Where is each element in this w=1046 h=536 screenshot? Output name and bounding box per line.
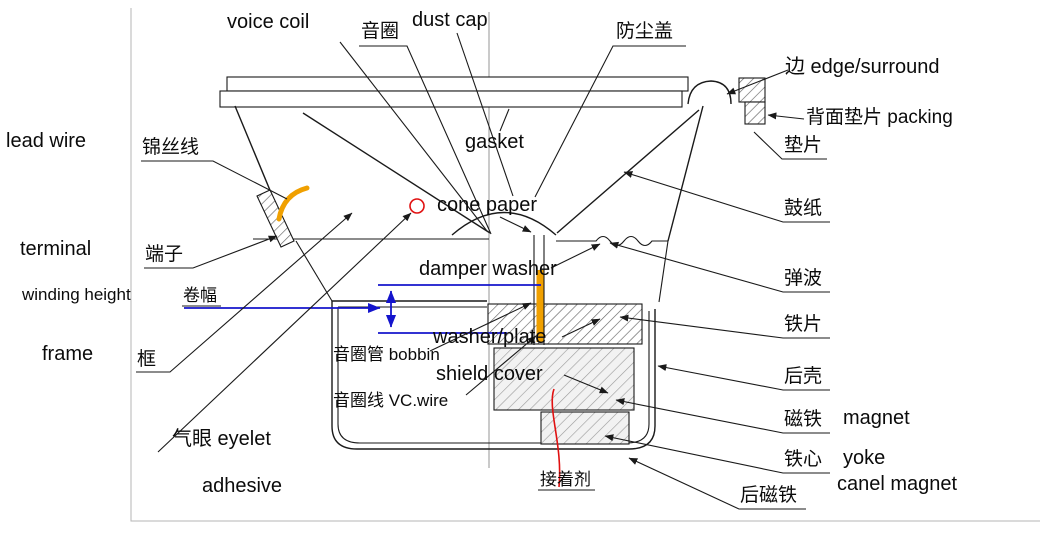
label-frame-en: frame xyxy=(42,343,94,365)
lead-wire-orange xyxy=(276,185,310,222)
yoke-part xyxy=(540,411,630,445)
label-dust-cap-en: dust cap xyxy=(412,9,488,31)
label-magnet-zh: 磁铁 xyxy=(784,409,823,430)
winding-height-dimension xyxy=(184,284,541,334)
leader-vc-wire xyxy=(465,335,537,396)
cone-left-line xyxy=(302,112,491,234)
label-eyelet: 气眼 eyelet xyxy=(172,428,271,450)
leader-damper-washer xyxy=(550,243,601,269)
leader-gasket xyxy=(499,108,510,132)
label-top-plate-zh: 铁片 xyxy=(784,314,823,335)
label-shield-cover-en: shield cover xyxy=(436,363,543,385)
label-dust-cap-zh: 防尘盖 xyxy=(616,21,674,42)
adhesive-red-leader xyxy=(551,388,561,488)
label-terminal-en: terminal xyxy=(20,238,92,260)
label-cone-paper-en: cone paper xyxy=(437,194,538,216)
label-washer-plate-en: washer/plate xyxy=(433,326,547,348)
label-terminal-zh: 端子 xyxy=(145,244,184,265)
cone-right-line xyxy=(556,109,700,234)
leader-dust-cap-en xyxy=(456,32,514,197)
leader-voice-coil-en xyxy=(339,41,488,232)
leader-lead-wire-zh xyxy=(141,160,288,200)
label-yoke-zh: 铁心 xyxy=(784,449,823,470)
label-damper-zh: 弹波 xyxy=(784,268,823,289)
leader-cone-paper xyxy=(499,216,532,233)
cone-and-frame-lines xyxy=(234,105,704,303)
label-damper-washer-en: damper washer xyxy=(419,258,557,280)
leader-cone-zh xyxy=(623,171,830,223)
red-marks xyxy=(409,198,561,488)
leader-shield-cover xyxy=(563,374,609,394)
voice-coil-part xyxy=(533,235,545,345)
label-frame-zh: 框 xyxy=(137,349,157,370)
label-adhesive-en: adhesive xyxy=(202,475,283,497)
label-lead-wire-en: lead wire xyxy=(6,130,87,152)
eyelet-marker-circle xyxy=(409,198,425,214)
page-border xyxy=(130,8,1040,522)
leader-top-plate-zh xyxy=(619,314,830,339)
magnet-part xyxy=(493,347,635,411)
leader-washer-small xyxy=(753,131,827,160)
label-cone-zh: 鼓纸 xyxy=(784,198,823,219)
damper-wave xyxy=(556,235,668,247)
label-canel-magnet-en: canel magnet xyxy=(837,473,958,495)
terminal-part xyxy=(256,189,295,248)
rear-shell-inner xyxy=(337,306,650,444)
frame-right-lower xyxy=(658,240,669,303)
label-rear-shell-zh: 后壳 xyxy=(784,366,823,387)
edge-surround-part xyxy=(687,80,732,105)
rear-shell-outer xyxy=(331,301,656,450)
leader-edge-surround xyxy=(726,69,789,95)
label-lead-wire-zh: 锦丝线 xyxy=(142,137,200,158)
leader-yoke-zh xyxy=(604,434,830,474)
label-voice-coil-zh: 音圈 xyxy=(361,21,400,42)
label-gasket-en: gasket xyxy=(465,131,524,153)
leader-packing xyxy=(767,112,805,120)
leader-magnet-zh xyxy=(615,398,830,434)
label-adhesive-zh: 接着剂 xyxy=(540,470,591,489)
leader-rear-shell-zh xyxy=(657,364,830,391)
label-packing: 背面垫片 packing xyxy=(806,107,953,128)
packing-part xyxy=(738,77,766,125)
label-yoke-en: yoke xyxy=(843,447,886,469)
leader-voice-coil-zh xyxy=(359,45,492,235)
dust-cap-dome xyxy=(451,211,557,236)
leader-terminal-zh xyxy=(144,235,278,269)
leader-bobbin xyxy=(429,302,532,352)
label-edge-surround: 边 edge/surround xyxy=(785,56,940,78)
label-magnet-en: magnet xyxy=(843,407,910,429)
leader-washer-plate xyxy=(561,318,601,338)
gasket-flange-part xyxy=(219,76,689,108)
label-washer-small-zh: 垫片 xyxy=(784,135,823,156)
leader-lines xyxy=(136,32,830,510)
leader-eyelet xyxy=(157,212,412,453)
label-rear-magnet-zh: 后磁铁 xyxy=(740,485,798,506)
label-voice-coil-en: voice coil xyxy=(227,11,310,33)
label-winding-height-en: winding height xyxy=(22,285,131,304)
leader-frame-zh xyxy=(136,212,353,373)
leader-dust-cap-zh xyxy=(534,45,686,198)
leader-damper-zh xyxy=(609,241,830,293)
frame-left-lower xyxy=(295,240,333,302)
label-bobbin: 音圈管 bobbin xyxy=(333,345,440,364)
label-winding-height-zh: 卷幅 xyxy=(183,286,217,305)
leader-rear-magnet-zh xyxy=(628,457,806,510)
label-vc-wire: 音圈线 VC.wire xyxy=(333,391,449,410)
frame-right-wall xyxy=(667,105,704,242)
